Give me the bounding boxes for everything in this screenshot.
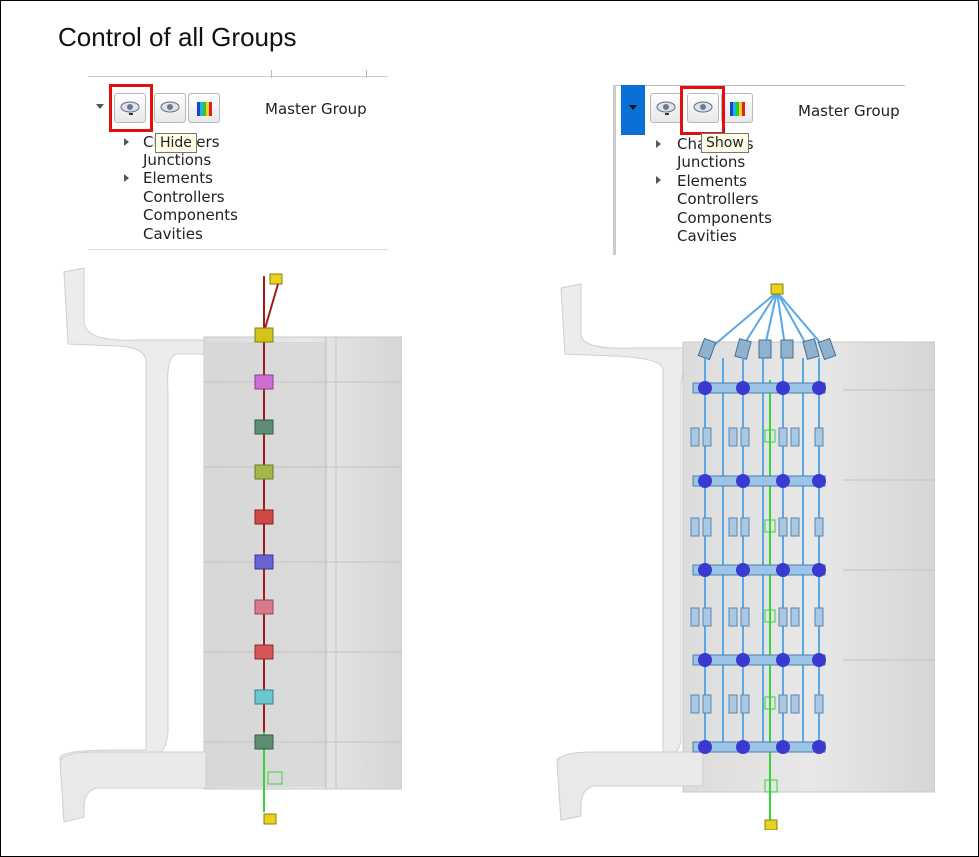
tree-item-components[interactable]: Components	[143, 206, 238, 224]
tube-links	[704, 358, 820, 750]
chamber-node[interactable]	[254, 554, 274, 570]
manifold-row[interactable]	[692, 474, 826, 488]
tube-elements[interactable]	[690, 427, 824, 714]
chamber-node[interactable]	[254, 327, 274, 343]
tree-item-elements[interactable]: Elements	[143, 169, 213, 187]
scroll-edge	[613, 85, 616, 255]
inlet-boundary[interactable]	[269, 273, 283, 285]
column-header	[613, 85, 905, 86]
tree-item-cavities[interactable]: Cavities	[143, 225, 203, 243]
left-group-panel: Master Group Chambers Junctions Elements…	[88, 70, 388, 255]
show-all-button[interactable]	[154, 93, 186, 123]
collapse-arrow-icon[interactable]	[629, 105, 637, 110]
page-title: Control of all Groups	[58, 22, 297, 52]
panel-footer	[88, 249, 388, 254]
show-all-button[interactable]	[687, 93, 719, 123]
chamber-node[interactable]	[254, 644, 274, 660]
manifold-row[interactable]	[692, 740, 826, 754]
column-header	[88, 70, 388, 77]
inlet-connectors	[697, 337, 837, 361]
color-map-icon	[730, 102, 745, 116]
color-map-button[interactable]	[721, 93, 753, 123]
housing-flange-bottom	[59, 751, 207, 823]
hide-all-button[interactable]	[650, 93, 682, 123]
inlet-link	[263, 283, 279, 333]
chamber-node[interactable]	[254, 419, 274, 435]
expand-elements-icon[interactable]	[656, 176, 661, 184]
tree-item-components[interactable]: Components	[677, 209, 772, 227]
manifold-row[interactable]	[692, 653, 826, 667]
chamber-node[interactable]	[254, 509, 274, 525]
center-junctions[interactable]	[764, 429, 778, 793]
right-model-viewport[interactable]	[553, 280, 935, 830]
show-button-highlight	[680, 86, 725, 135]
pipe-grid-lines	[843, 389, 935, 661]
outlet-boundary[interactable]	[263, 813, 277, 825]
hide-tooltip: Hide	[155, 133, 197, 153]
tree-item-junctions[interactable]: Junctions	[677, 153, 746, 171]
column-divider	[271, 70, 272, 78]
eye-icon	[693, 101, 713, 113]
tree-item-elements[interactable]: Elements	[677, 172, 747, 190]
master-group-label[interactable]: Master Group	[265, 100, 367, 118]
collapse-arrow-icon[interactable]	[96, 104, 104, 109]
right-group-panel: Master Group Chambers Junctions Elements…	[613, 85, 905, 255]
pipe-grid-lines	[204, 381, 402, 743]
master-group-label[interactable]: Master Group	[798, 102, 900, 120]
show-tooltip: Show	[701, 133, 749, 153]
expand-chambers-icon[interactable]	[124, 138, 129, 146]
chamber-node[interactable]	[254, 599, 274, 615]
housing-flange-bottom	[556, 751, 704, 821]
inlet-boundary[interactable]	[770, 283, 784, 295]
expand-chambers-icon[interactable]	[656, 140, 661, 148]
hide-button-highlight	[109, 84, 153, 132]
tree-item-junctions[interactable]: Junctions	[143, 151, 212, 169]
master-group-selection[interactable]	[621, 85, 645, 135]
color-map-icon	[197, 102, 212, 116]
tree-item-controllers[interactable]: Controllers	[143, 188, 225, 206]
outlet-junction[interactable]	[267, 771, 283, 785]
chamber-node[interactable]	[254, 374, 274, 390]
left-model-viewport[interactable]	[56, 262, 402, 830]
eye-closed-icon	[120, 101, 140, 115]
tree-item-cavities[interactable]: Cavities	[677, 227, 737, 245]
chamber-node[interactable]	[254, 464, 274, 480]
chamber-node[interactable]	[254, 734, 274, 750]
column-divider	[366, 70, 367, 78]
eye-closed-icon	[656, 101, 676, 115]
manifold-row[interactable]	[692, 381, 826, 395]
hide-all-button[interactable]	[114, 93, 146, 123]
outlet-boundary[interactable]	[764, 819, 778, 830]
chamber-node[interactable]	[254, 689, 274, 705]
color-map-button[interactable]	[188, 93, 220, 123]
manifold-row[interactable]	[692, 563, 826, 577]
eye-icon	[160, 101, 180, 113]
inlet-fan-links	[712, 291, 824, 347]
tree-item-controllers[interactable]: Controllers	[677, 190, 759, 208]
expand-elements-icon[interactable]	[124, 174, 129, 182]
